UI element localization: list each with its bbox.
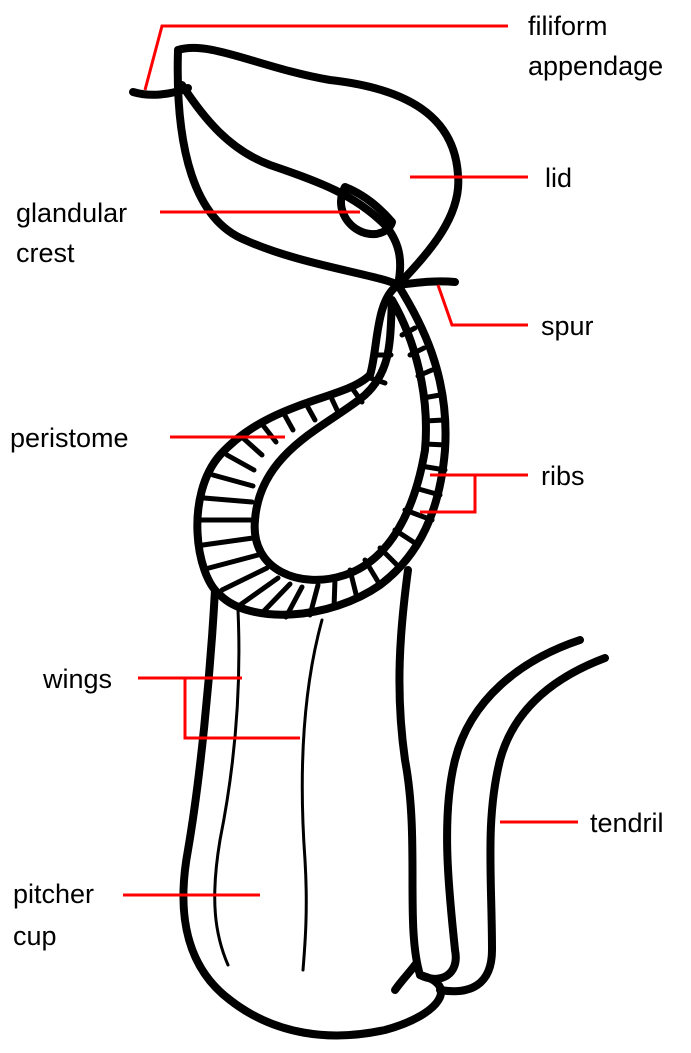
rib (425, 444, 446, 445)
label-cup: cup (13, 921, 57, 951)
leader-lines (123, 26, 578, 895)
label-pitcher: pitcher (13, 879, 94, 909)
tendril-outer (420, 640, 580, 979)
lid-shape (178, 48, 459, 285)
rib (395, 530, 418, 545)
tendril-inner (440, 658, 605, 991)
wing-right (302, 620, 322, 970)
spur-shape (398, 281, 455, 285)
label-peristome: peristome (10, 423, 129, 453)
rib (209, 555, 258, 568)
rib (203, 538, 253, 545)
rib (262, 424, 276, 442)
pitcher-plant-drawing (133, 48, 605, 1036)
wing-left (215, 610, 239, 965)
rib (213, 475, 253, 486)
rib (222, 568, 267, 590)
spur-leader (438, 285, 528, 325)
rib (243, 438, 262, 455)
label-appendage: appendage (528, 51, 663, 81)
label-lid: lid (545, 163, 572, 193)
label-spur: spur (541, 311, 594, 341)
label-crest: crest (16, 238, 75, 268)
tendril-base (395, 965, 415, 990)
labels: filiform appendage lid glandular crest s… (10, 11, 664, 951)
peristome-inner (255, 300, 426, 580)
rib (227, 455, 254, 470)
rib (334, 579, 335, 608)
label-ribs: ribs (541, 461, 585, 491)
rib (380, 548, 400, 568)
rib (204, 498, 252, 502)
label-filiform: filiform (528, 11, 608, 41)
rib (425, 420, 444, 421)
label-tendril: tendril (590, 808, 664, 838)
rib (423, 395, 440, 398)
pitcher-cup-shape (183, 570, 441, 1035)
wings-leader (138, 678, 300, 738)
label-wings: wings (42, 664, 112, 694)
rib (283, 412, 293, 430)
label-glandular: glandular (16, 198, 127, 228)
